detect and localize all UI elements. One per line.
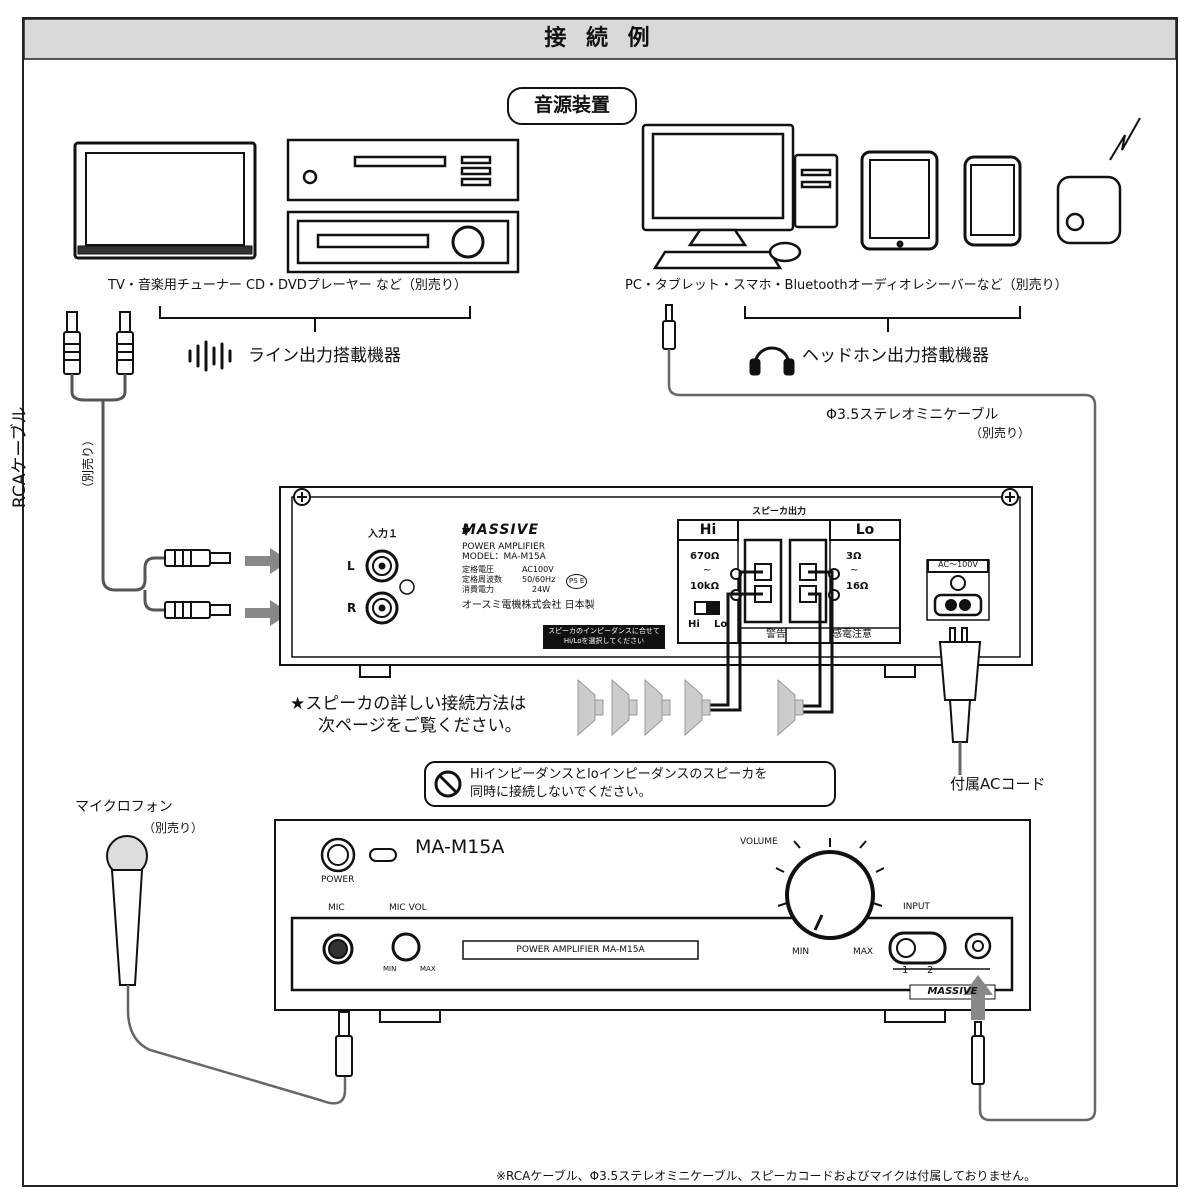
input-1-label: 1	[902, 965, 909, 976]
page-title: 接 続 例	[544, 26, 656, 51]
switch-hi-label: Hi	[688, 619, 700, 630]
tablet-icon	[860, 150, 939, 251]
input-2-label: 2	[927, 965, 934, 976]
speaker-wires	[710, 570, 834, 714]
cd-player-icon	[286, 138, 520, 202]
microphone-icon	[106, 835, 148, 986]
rca-cable-label: RCAケーブル	[10, 406, 30, 508]
speaker-icons	[577, 678, 804, 737]
mini-plug-top	[662, 304, 676, 350]
spec-power: 消費電力	[462, 585, 494, 594]
model-label-rear: MODEL：MA-M15A	[462, 552, 546, 562]
mini-cable-note: （別売り）	[970, 426, 1031, 440]
bluetooth-receiver-icon	[1056, 117, 1141, 245]
input-label: INPUT	[903, 902, 930, 912]
source-label-box	[507, 87, 637, 125]
mic-vol-max: MAX	[420, 965, 436, 973]
input-arrows	[245, 548, 290, 626]
mic-input-label: MIC	[328, 903, 345, 913]
no-mix-warning-line2: 同時に接続しないでください。	[470, 785, 652, 800]
mic-plug	[335, 1011, 353, 1077]
ac-voltage-label: AC～100V	[938, 560, 978, 569]
product-label-rear: POWER AMPLIFIER	[462, 542, 545, 552]
pse-mark: PS E	[566, 574, 588, 589]
speaker-note-line1: ★スピーカの詳しい接続方法は	[290, 694, 527, 714]
mic-cable	[126, 985, 347, 1105]
hi-tab: Hi	[699, 522, 717, 538]
switch-lo-label: Lo	[714, 619, 728, 630]
lo-ohm-min: 3Ω	[846, 551, 862, 562]
mic-note: （別売り）	[143, 821, 204, 835]
front-model-label: MA-M15A	[415, 836, 505, 858]
no-mix-warning-line1: Hiインピーダンスとloインピーダンスのスピーカを	[470, 767, 768, 782]
mic-vol-min: MIN	[383, 965, 397, 973]
front-panel	[274, 819, 1031, 1023]
warning-label: 警告	[766, 629, 786, 640]
smartphone-icon	[963, 155, 1022, 247]
rca-cable-top	[63, 311, 134, 375]
headphone-devices-caption: PC・タブレット・スマホ・Bluetoothオーディオレシーバーなど（別売り）	[625, 278, 1068, 293]
speaker-note-line2: 次ページをご覧ください。	[318, 716, 522, 736]
front-display-label: POWER AMPLIFIER MA-M15A	[516, 945, 645, 955]
rear-rca-jacks	[365, 549, 415, 625]
outer-frame	[22, 17, 1178, 1187]
brand-logo-rear: MASSIVE	[462, 522, 540, 538]
volume-ticks	[775, 838, 885, 907]
massive-logo-rear	[462, 528, 470, 536]
volume-min-label: MIN	[792, 947, 810, 957]
mini-cable-wire	[667, 349, 1097, 1122]
lo-tab: Lo	[855, 522, 875, 538]
footer-note: ※RCAケーブル、Φ3.5ステレオミニケーブル、スピーカコードおよびマイクは付属…	[496, 1169, 1037, 1183]
ac-cord-label: 付属ACコード	[950, 775, 1046, 793]
input-r-label: R	[347, 601, 357, 615]
volume-label: VOLUME	[740, 837, 778, 847]
spec-freq: 定格周波数	[462, 575, 502, 584]
hi-ohm-max: 10kΩ	[690, 581, 720, 592]
speaker-output-label: スピーカ出力	[752, 507, 807, 517]
dvd-player-icon	[286, 210, 520, 274]
headphone-icon	[749, 346, 795, 376]
hi-ohm-min: 670Ω	[690, 551, 720, 562]
tv-icon	[73, 141, 257, 260]
lo-ohm-tilde: ~	[850, 565, 859, 576]
headphone-out-label: ヘッドホン出力搭載機器	[802, 346, 989, 366]
mic-vol-label: MIC VOL	[389, 903, 427, 913]
aux-mini-plug	[971, 1021, 985, 1085]
spec-freq-value: 50/60Hz	[522, 575, 556, 584]
impedance-note-box	[543, 625, 665, 649]
no-mix-warning-box	[424, 761, 836, 807]
spec-power-value: 24W	[532, 585, 551, 594]
ac-inlet	[926, 559, 990, 621]
line-out-devices-caption: TV・音楽用チューナー CD・DVDプレーヤー など（別売り）	[108, 278, 467, 293]
header-bar	[23, 18, 1177, 60]
hi-ohm-tilde: ~	[703, 565, 712, 576]
input-l-label: L	[347, 559, 355, 573]
caption-brackets	[159, 306, 1021, 332]
lo-ohm-max: 16Ω	[846, 581, 869, 592]
waveform-icon	[188, 340, 232, 372]
input1-label: 入力１	[368, 529, 398, 540]
pc-icon	[641, 123, 839, 270]
spec-voltage-value: AC100V	[522, 565, 554, 574]
power-label: POWER	[321, 875, 355, 885]
mic-label: マイクロフォン	[75, 799, 173, 815]
spec-voltage: 定格電圧	[462, 565, 494, 574]
maker-label: オースミ電機株式会社 日本製	[462, 600, 595, 611]
rca-cable-note: （別売り）	[81, 433, 95, 494]
shock-warning-label: 感電注意	[832, 629, 872, 640]
source-label: 音源装置	[533, 94, 610, 116]
impedance-note-line2: Hi/Loを選択してください	[563, 637, 645, 645]
aux-input-arrow	[963, 975, 993, 1020]
ac-cord	[938, 627, 982, 743]
rca-plugs-rear	[164, 549, 231, 619]
volume-max-label: MAX	[853, 947, 874, 957]
impedance-note-line1: スピーカのインピーダンスに合せて	[548, 627, 660, 635]
front-brand-logo: MASSIVE	[927, 986, 978, 997]
rca-cable-wire	[70, 374, 165, 612]
line-out-label: ライン出力搭載機器	[248, 346, 401, 366]
mini-cable-label: Φ3.5ステレオミニケーブル	[826, 407, 999, 423]
